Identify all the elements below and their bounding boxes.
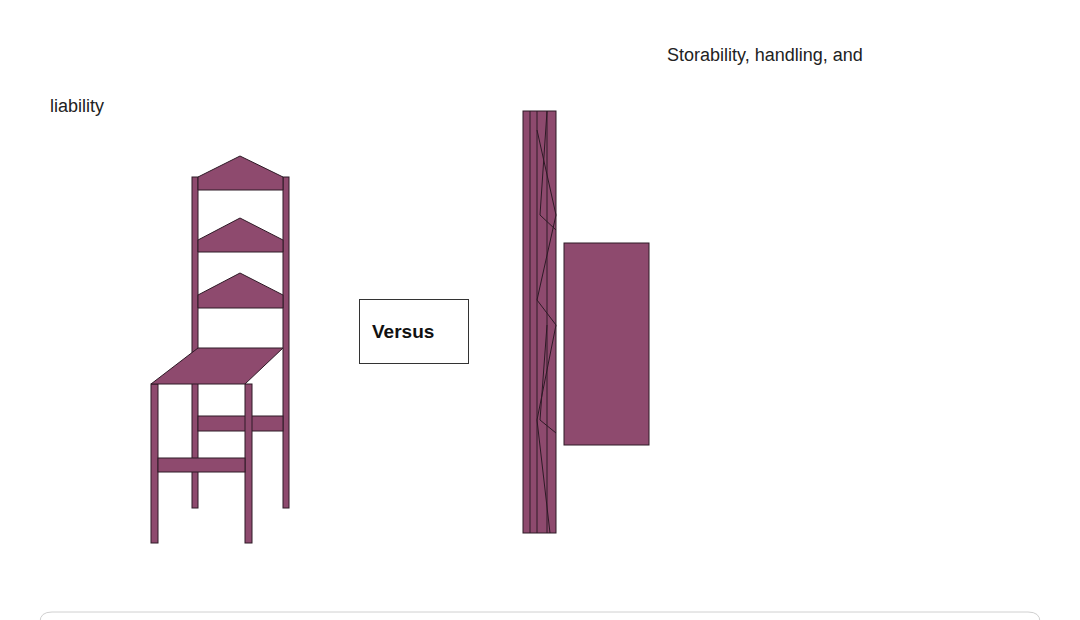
versus-box: Versus bbox=[359, 299, 469, 364]
back-slat bbox=[198, 156, 283, 190]
packed-seat bbox=[564, 243, 649, 445]
back-post bbox=[283, 177, 289, 508]
rung bbox=[158, 458, 245, 472]
packed-back bbox=[523, 111, 556, 533]
back-slat bbox=[198, 218, 283, 252]
seat bbox=[151, 348, 283, 384]
caption-text: liability bbox=[50, 96, 104, 117]
panel-edge bbox=[40, 612, 1040, 620]
front-leg bbox=[151, 384, 158, 543]
rung bbox=[198, 416, 283, 431]
caption-text: Storability, handling, and bbox=[667, 45, 863, 66]
node-text: Versus bbox=[372, 321, 434, 343]
front-leg bbox=[245, 384, 252, 543]
back-slat bbox=[198, 273, 283, 308]
